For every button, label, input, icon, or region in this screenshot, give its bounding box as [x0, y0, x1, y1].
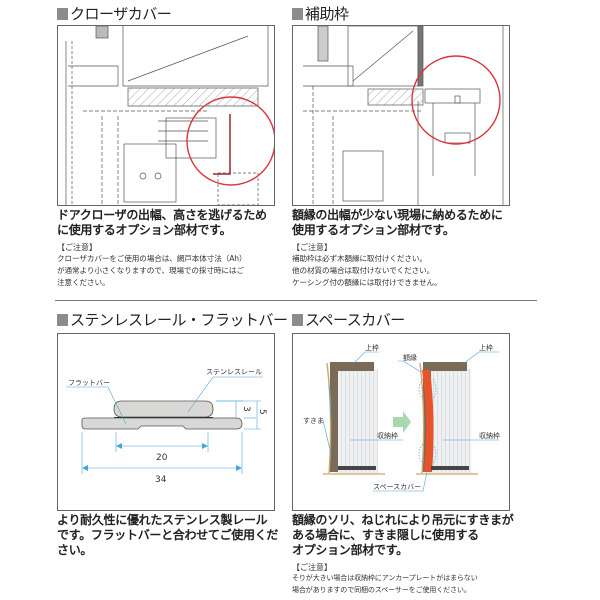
description-line: に使用するオプション部材です。 [57, 223, 232, 237]
dimension-total-height: 5 [257, 409, 267, 415]
label-stainless-rail: ステンレスレール [206, 368, 262, 376]
bullet-square-icon [57, 8, 68, 20]
description: ドアクローザの出幅、高さを逃げるため に使用するオプション部材です。 [57, 208, 287, 238]
label-gap: すきま [303, 417, 324, 425]
title-text: スペースカバー [305, 311, 405, 329]
description-line: さい。 [57, 543, 93, 557]
description-line: 額縁の出幅が少ない現場に納めるために [292, 208, 503, 222]
dimension-inner: 20 [156, 453, 168, 463]
description-line: です。フラットバーと合わせてご使用くだ [57, 528, 279, 542]
note-line: ケーシング付の額縁には取付けできません。 [292, 278, 442, 287]
note-line: が通常より小さくなりますので、現場での採寸時にはご [57, 266, 244, 275]
note-line: 他の材質の場合は取付けないでください。 [292, 266, 435, 275]
section-title: 補助枠 [292, 5, 349, 23]
section-title: クローザカバー [57, 5, 172, 23]
title-text: 補助枠 [305, 5, 349, 23]
bullet-square-icon [57, 314, 68, 326]
dimension-outer: 34 [155, 475, 167, 485]
description: 額縁の出幅が少ない現場に納めるために 使用するオプション部材です。 [292, 208, 522, 238]
description-line: オプション部材です。 [292, 543, 408, 557]
description: 額縁のソリ、ねじれにより吊元にすきまが ある場合に、すきま隠しに使用する オプシ… [292, 513, 532, 558]
description-line: 使用するオプション部材です。 [292, 223, 455, 237]
title-text: クローザカバー [70, 5, 172, 23]
diagram-closer-cover [57, 25, 275, 206]
note-heading: 【ご注意】 [292, 243, 332, 252]
note-text: そりが大きい場合は収納枠にアンカープレートがはまらない 場合がありますので同梱の… [292, 572, 478, 596]
label-flatbar: フラットバー [68, 379, 110, 387]
description-line: ドアクローザの出幅、高さを逃げるため [57, 208, 267, 222]
label-space-cover: スペースカバー [373, 483, 421, 491]
diagram-stainless-rail: フラットバー ステンレスレール 20 34 3 5 [57, 333, 275, 511]
note-heading: 【ご注意】 [57, 243, 97, 252]
note-line: 補助枠は必ず木額縁に取付けください。 [292, 254, 427, 263]
note-line: 注意ください。 [57, 278, 110, 287]
label-storage-frame-right: 収納枠 [479, 431, 500, 440]
note-text: クローザカバーをご使用の場合は、網戸本体寸法（Ah） が通常より小さくなりますの… [57, 253, 247, 289]
note-line: クローザカバーをご使用の場合は、網戸本体寸法（Ah） [57, 254, 247, 263]
label-top-frame-right: 上枠 [479, 343, 493, 352]
bullet-square-icon [292, 8, 303, 20]
note-line: そりが大きい場合は収納枠にアンカープレートがはまらない [292, 574, 478, 582]
label-storage-frame-left: 収納枠 [377, 431, 398, 440]
section-title: ステンレスレール・フラットバー [57, 311, 288, 329]
description-line: より耐久性に優れたステンレス製レール [57, 513, 268, 527]
description: より耐久性に優れたステンレス製レール です。フラットバーと合わせてご使用くだ さ… [57, 513, 287, 558]
description-line: ある場合に、すきま隠しに使用する [292, 528, 479, 542]
section-title: スペースカバー [292, 311, 405, 329]
title-text: ステンレスレール・フラットバー [70, 311, 288, 329]
bullet-square-icon [292, 314, 303, 326]
dimension-rail-height: 3 [241, 406, 251, 412]
section-divider [55, 300, 537, 301]
note-text: 補助枠は必ず木額縁に取付けください。 他の材質の場合は取付けないでください。 ケ… [292, 253, 442, 289]
note-heading: 【ご注意】 [292, 563, 332, 572]
diagram-auxiliary-frame [292, 25, 510, 206]
label-casing: 額縁 [403, 353, 417, 362]
label-top-frame-left: 上枠 [365, 343, 379, 352]
diagram-space-cover: 上枠 上枠 すきま 額縁 収納枠 収納枠 スペースカバー [292, 333, 510, 511]
description-line: 額縁のソリ、ねじれにより吊元にすきまが [292, 513, 514, 527]
note-line: 場合がありますので同梱のスペーサーをご使用ください。 [292, 586, 471, 594]
